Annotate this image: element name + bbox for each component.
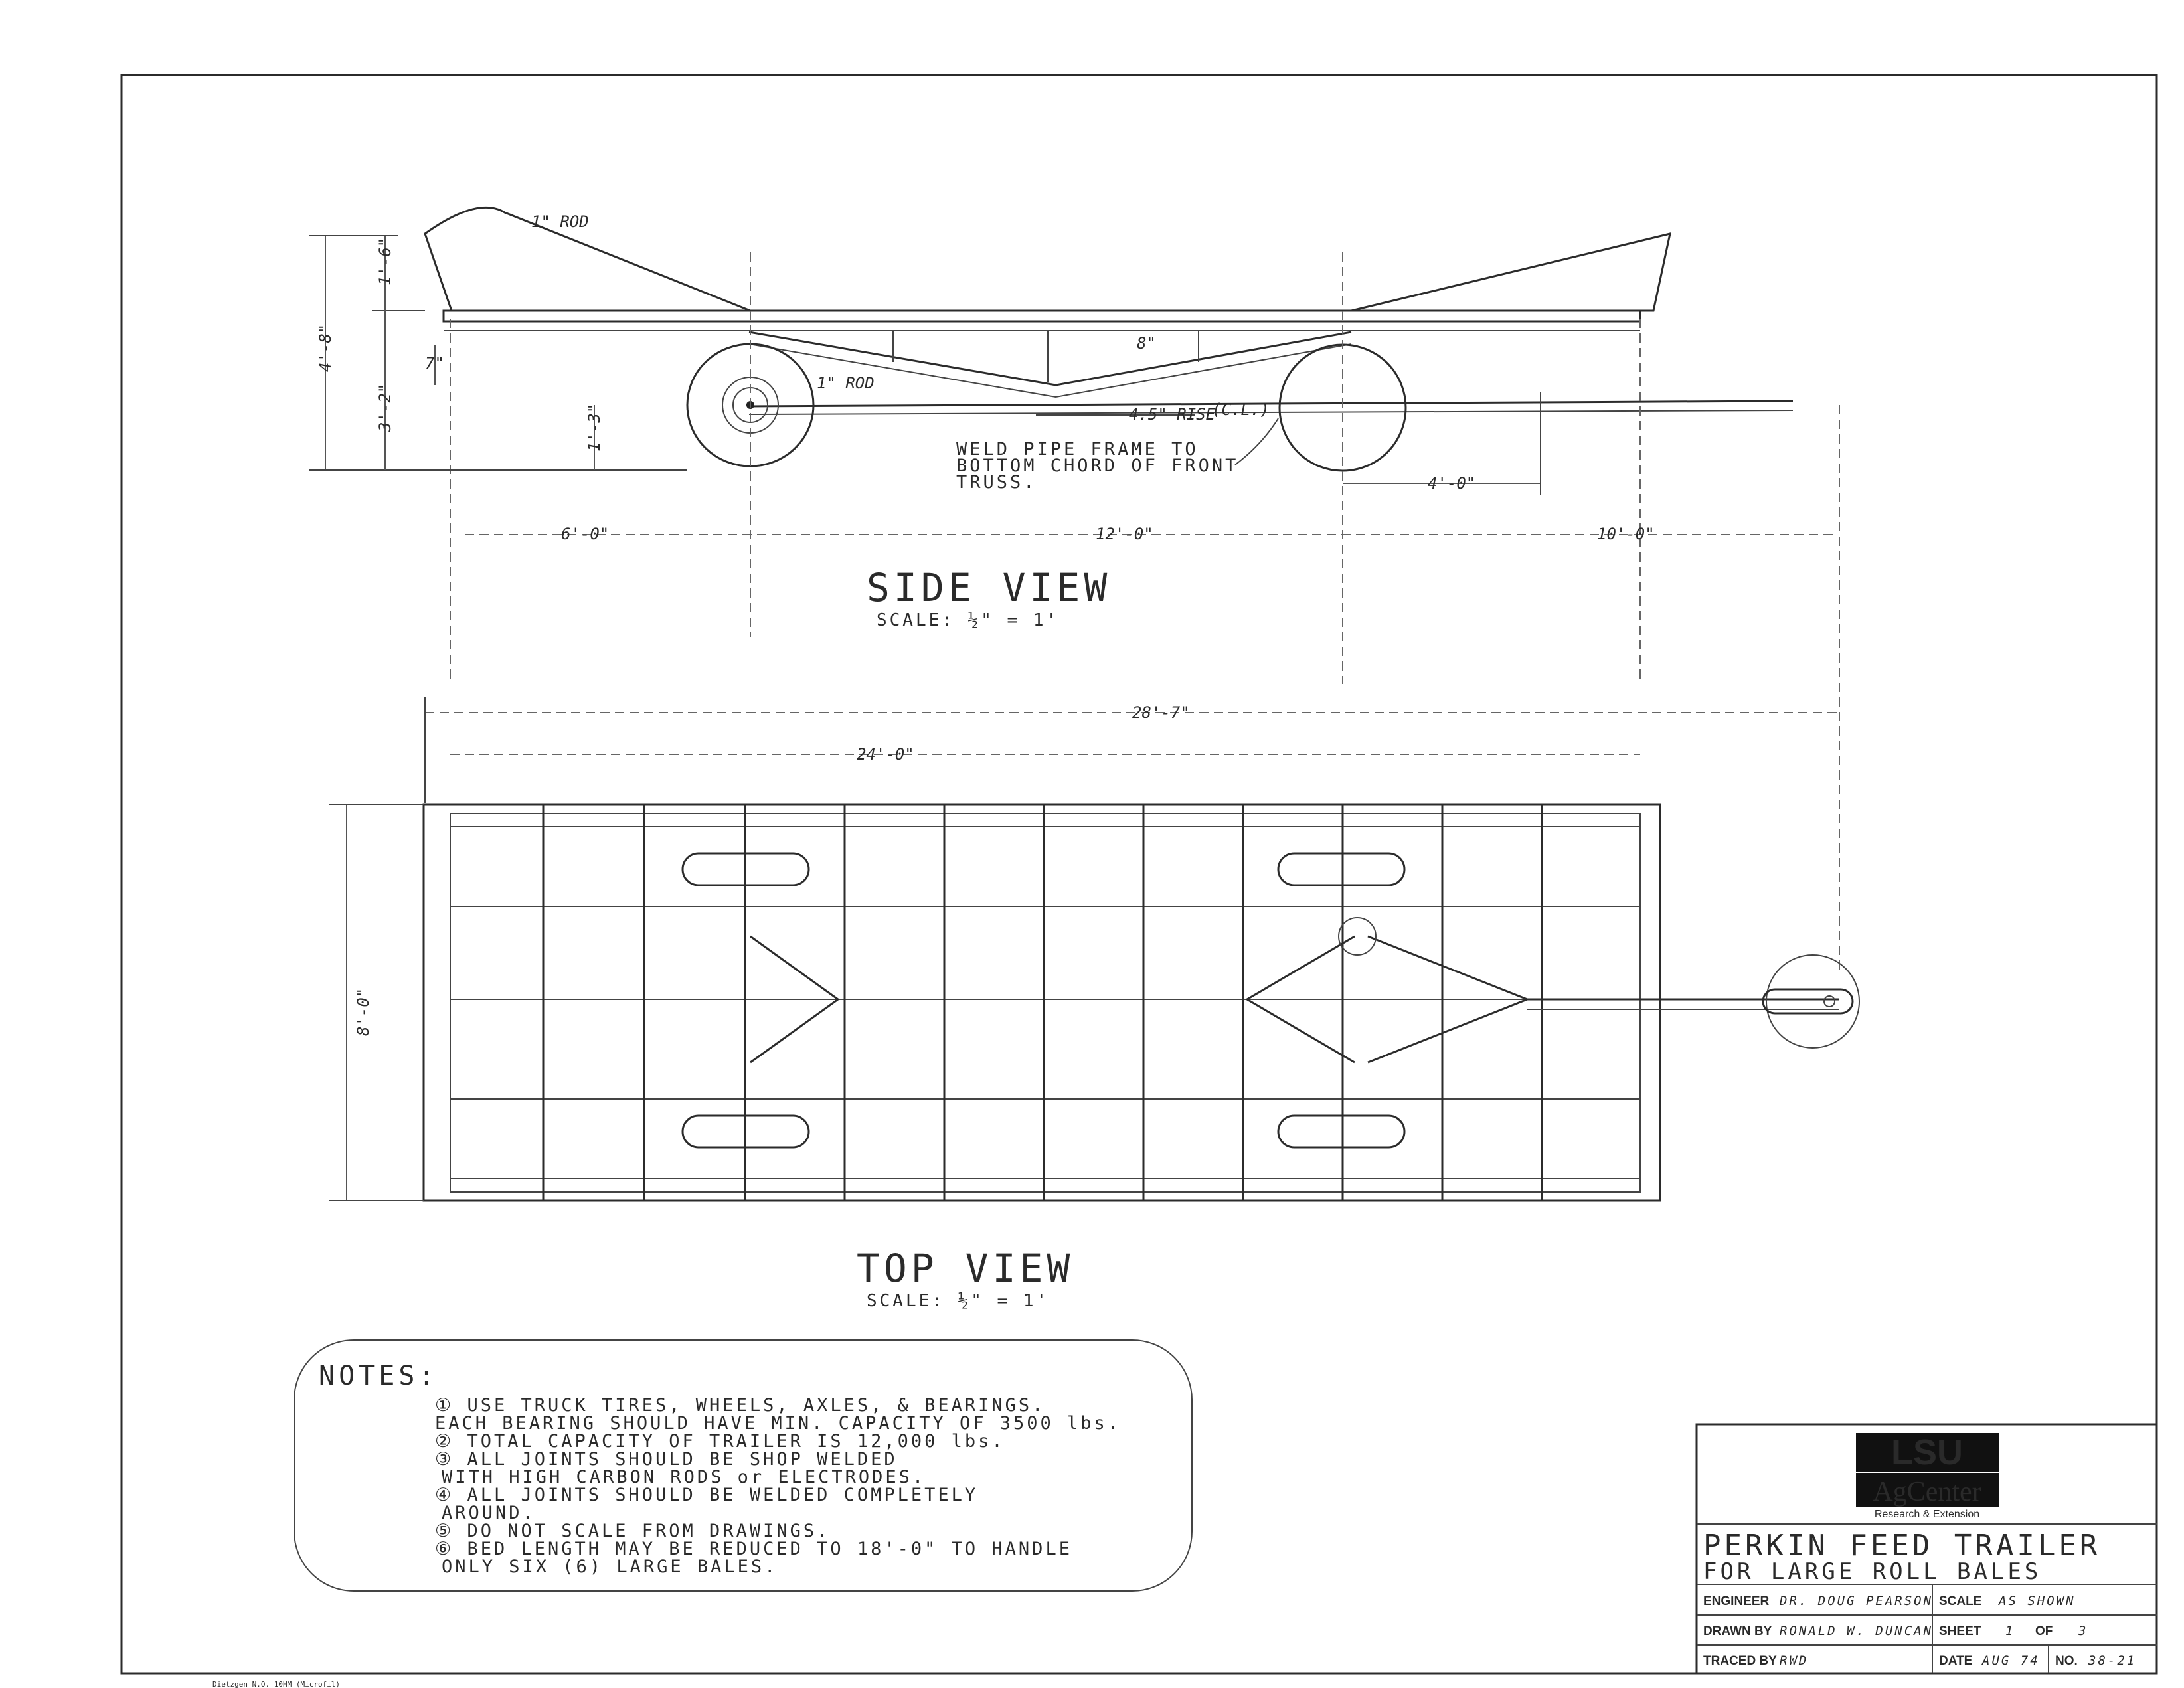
note-line: EACH BEARING SHOULD HAVE MIN. CAPACITY O… — [435, 1413, 1121, 1434]
note-line: ⑥ BED LENGTH MAY BE REDUCED TO 18'-0" TO… — [435, 1539, 1072, 1559]
front-axle-brace — [1245, 935, 1355, 1064]
front-right-tire — [1277, 1114, 1406, 1149]
front-rack — [1351, 232, 1671, 312]
dim-tongue: 10'-0" — [1597, 525, 1655, 543]
engineer-value: DR. DOUG PEARSON — [1779, 1594, 1933, 1608]
bed-rail — [442, 309, 1641, 323]
of-value: 3 — [2078, 1624, 2088, 1638]
svg-text:LSU: LSU — [1891, 1432, 1963, 1472]
rear-rack — [424, 206, 751, 312]
label-cl: (C.L.) — [1212, 400, 1270, 419]
date-value: AUG 74 — [1981, 1653, 2040, 1668]
label-rise: 4.5" RISE — [1129, 405, 1216, 424]
weld-leader — [1234, 418, 1279, 465]
note-line: ③ ALL JOINTS SHOULD BE SHOP WELDED — [435, 1449, 898, 1470]
bed-frame — [422, 803, 1661, 1202]
dim-wheelbase: 12'-0" — [1096, 525, 1153, 543]
dim-overall-height: 4'-8" — [316, 324, 335, 372]
hitch-swing-circle — [1766, 954, 1860, 1049]
dim-overall-length: 28'-7" — [1132, 703, 1190, 722]
weld-note-line-3: TRUSS. — [956, 472, 1037, 493]
front-left-tire — [1277, 852, 1406, 886]
top-view-title: TOP VIEW — [857, 1246, 1074, 1291]
top-view: 28'-7" 24'-0" — [329, 697, 1860, 1311]
dim-hitch-length: 4'-0" — [1428, 474, 1475, 493]
date-label: DATE — [1939, 1654, 1972, 1668]
pipe-frame — [748, 400, 1794, 408]
title-block: LSU AgCenter Research & Extension PERKIN… — [1695, 1423, 2158, 1675]
side-view-scale: SCALE: ½" = 1' — [877, 610, 1059, 630]
notes-heading: NOTES: — [319, 1361, 439, 1391]
traced-value: RWD — [1780, 1653, 1808, 1668]
note-line: ① USE TRUCK TIRES, WHEELS, AXLES, & BEAR… — [435, 1395, 1045, 1416]
rear-right-tire — [681, 1114, 810, 1149]
dim-bed-length: 24'-0" — [857, 745, 914, 764]
bed-truss — [748, 331, 1352, 386]
hitch-pin — [1823, 995, 1835, 1007]
sheet-value: 1 — [2005, 1624, 2015, 1638]
scale-value: AS SHOWN — [1998, 1594, 2076, 1608]
dim-width: 8'-0" — [354, 988, 373, 1036]
note-line: ⑤ DO NOT SCALE FROM DRAWINGS. — [435, 1521, 830, 1541]
note-line: WITH HIGH CARBON RODS or ELECTRODES. — [442, 1467, 926, 1487]
label-mid-rod: 1" ROD — [817, 374, 875, 392]
scale-label: SCALE — [1939, 1594, 1981, 1608]
weld-note-line-2: BOTTOM CHORD OF FRONT — [956, 456, 1238, 476]
dim-lower-height: 3'-2" — [376, 384, 394, 432]
drawn-value: RONALD W. DUNCAN — [1780, 1624, 1933, 1638]
hitch-eye — [1762, 988, 1854, 1015]
drawing-title: PERKIN FEED TRAILER — [1703, 1529, 2100, 1562]
note-line: ④ ALL JOINTS SHOULD BE WELDED COMPLETELY — [435, 1485, 978, 1505]
side-view: 4'-8" 1'-6" 3'-2" 7" 1'-3" 8" 1" ROD 1" … — [309, 206, 1840, 970]
bed-truss-inner — [748, 343, 1352, 398]
number-label: NO. — [2055, 1654, 2078, 1668]
sheet-label: SHEET — [1939, 1624, 1981, 1638]
dim-rear-overhang: 6'-0" — [561, 525, 609, 543]
drawn-label: DRAWN BY — [1703, 1624, 1772, 1638]
dim-bed-drop: 7" — [425, 354, 444, 373]
title-block-border — [1695, 1423, 2158, 1675]
lsu-agcenter-logo: LSU AgCenter Research & Extension — [1856, 1432, 1999, 1520]
pivot-circle — [1338, 917, 1377, 956]
side-view-title: SIDE VIEW — [867, 565, 1111, 610]
svg-text:Research & Extension: Research & Extension — [1875, 1509, 1979, 1520]
sheet-border — [120, 74, 2158, 1675]
note-line: ONLY SIX (6) LARGE BALES. — [442, 1557, 778, 1577]
dim-top-height: 1'-6" — [376, 238, 394, 286]
traced-label: TRACED BY — [1703, 1654, 1777, 1668]
cross-members — [542, 805, 1543, 1201]
dim-truss-depth: 8" — [1137, 334, 1156, 353]
bed-frame-inner — [450, 813, 1641, 1193]
pipe-frame-lower — [748, 410, 1794, 415]
drawing-subtitle: FOR LARGE ROLL BALES — [1703, 1559, 2041, 1585]
weld-note-line-1: WELD PIPE FRAME TO — [956, 439, 1199, 460]
dim-axle-height: 1'-3" — [585, 404, 604, 452]
paper-imprint: Dietzgen N.O. 10HM (Microfil) — [212, 1680, 340, 1688]
rear-axle-brace — [750, 935, 840, 1064]
notes-box: NOTES: ① USE TRUCK TIRES, WHEELS, AXLES,… — [294, 1339, 1193, 1592]
top-view-scale: SCALE: ½" = 1' — [867, 1291, 1049, 1311]
number-value: 38-21 — [2088, 1653, 2136, 1668]
svg-text:AgCenter: AgCenter — [1873, 1477, 1981, 1507]
notes-border — [294, 1339, 1193, 1592]
of-label: OF — [2035, 1624, 2053, 1638]
note-line: ② TOTAL CAPACITY OF TRAILER IS 12,000 lb… — [435, 1431, 1005, 1452]
label-top-rod: 1" ROD — [531, 212, 589, 231]
note-line: AROUND. — [442, 1503, 536, 1523]
rear-left-tire — [681, 852, 810, 886]
engineer-label: ENGINEER — [1703, 1594, 1770, 1608]
